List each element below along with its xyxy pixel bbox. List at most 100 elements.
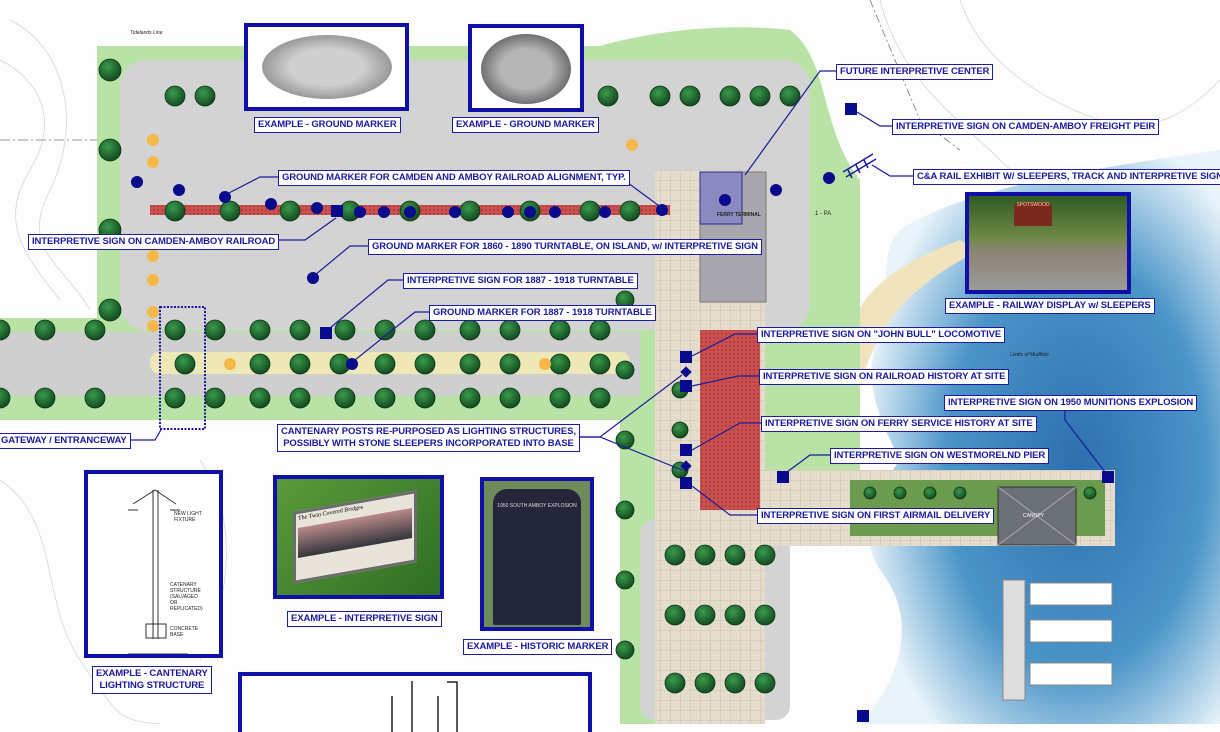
tree-icon bbox=[953, 486, 967, 500]
tree-icon bbox=[615, 360, 635, 380]
tree-icon bbox=[204, 387, 226, 409]
interpretive-sign-square bbox=[1102, 471, 1114, 483]
leader-line bbox=[691, 485, 757, 516]
tree-icon bbox=[724, 544, 746, 566]
interpretive-sign-square bbox=[777, 471, 789, 483]
tree-icon bbox=[164, 200, 186, 222]
tree-icon bbox=[414, 387, 436, 409]
tree-icon bbox=[334, 319, 356, 341]
light-fixture-icon bbox=[147, 306, 159, 318]
mudflats-text: Limits of Mudflats bbox=[1010, 352, 1049, 358]
tree-icon bbox=[597, 85, 619, 107]
tree-icon bbox=[724, 672, 746, 694]
label-airmail: INTERPRETIVE SIGN ON FIRST AIRMAIL DELIV… bbox=[757, 508, 995, 524]
ground-marker-dot bbox=[449, 206, 461, 218]
docks bbox=[1002, 579, 1113, 701]
label-cantenary-example: EXAMPLE - CANTENARY LIGHTING STRUCTURE bbox=[92, 666, 212, 694]
tree-icon bbox=[164, 319, 186, 341]
tree-icon bbox=[615, 500, 635, 520]
label-gateway: GATEWAY / ENTRANCEWAY bbox=[0, 433, 131, 449]
label-future-center: FUTURE INTERPRETIVE CENTER bbox=[836, 64, 994, 80]
label-line: LIGHTING STRUCTURE bbox=[99, 680, 205, 691]
cantenary-post-diamond bbox=[680, 460, 692, 472]
historic-marker-photo: 1950 SOUTH AMBOY EXPLOSION bbox=[480, 477, 594, 631]
leader-line bbox=[786, 454, 830, 473]
ferry-terminal-text: FERRY TERMINAL bbox=[717, 212, 761, 218]
tree-icon bbox=[34, 319, 56, 341]
tree-icon bbox=[863, 486, 877, 500]
tree-icon bbox=[34, 387, 56, 409]
ground-marker-dot bbox=[770, 184, 782, 196]
ground-marker-dot bbox=[354, 206, 366, 218]
ground-marker-photo-2 bbox=[468, 24, 584, 112]
tree-icon bbox=[615, 640, 635, 660]
ground-marker-dot bbox=[219, 191, 231, 203]
leader-line bbox=[744, 70, 840, 176]
railway-sign-board: SPOTSWOOD bbox=[1014, 202, 1052, 226]
ground-marker-dot bbox=[719, 194, 731, 206]
tree-icon bbox=[164, 85, 186, 107]
tree-icon bbox=[649, 85, 671, 107]
tree-icon bbox=[459, 319, 481, 341]
tree-icon bbox=[615, 430, 635, 450]
tree-icon bbox=[98, 58, 122, 82]
ground-marker-dot bbox=[265, 198, 277, 210]
label-sign-1887-turntable: INTERPRETIVE SIGN FOR 1887 - 1918 TURNTA… bbox=[403, 273, 638, 289]
ground-marker-dot bbox=[524, 206, 536, 218]
tree-icon bbox=[754, 544, 776, 566]
ground-marker-dot bbox=[549, 206, 561, 218]
label-railway-display-example: EXAMPLE - RAILWAY DISPLAY w/ SLEEPERS bbox=[945, 298, 1155, 314]
label-cantenary-posts: CANTENARY POSTS RE-PURPOSED AS LIGHTING … bbox=[277, 424, 580, 452]
label-railroad-history: INTERPRETIVE SIGN ON RAILROAD HISTORY AT… bbox=[759, 369, 1010, 385]
tree-icon bbox=[754, 604, 776, 626]
tree-icon bbox=[664, 604, 686, 626]
railway-display-photo: SPOTSWOOD bbox=[965, 192, 1131, 294]
ground-marker-dot bbox=[599, 206, 611, 218]
tree-icon bbox=[671, 421, 689, 439]
historic-marker-plaque: 1950 SOUTH AMBOY EXPLOSION bbox=[493, 489, 581, 625]
tree-icon bbox=[279, 200, 301, 222]
ground-marker-dot bbox=[823, 172, 835, 184]
gateway-entranceway-area[interactable] bbox=[159, 306, 206, 430]
pa-text: 1 - PA bbox=[815, 211, 832, 217]
interpretive-sign-square bbox=[680, 351, 692, 363]
brick-plaza bbox=[700, 330, 760, 510]
site-markers bbox=[131, 103, 1114, 722]
leader-line bbox=[268, 217, 337, 241]
cantenary-pole-icon bbox=[128, 489, 188, 654]
tree-icon bbox=[664, 672, 686, 694]
tree-icon bbox=[589, 387, 611, 409]
light-fixture-note: NEW LIGHT FIXTURE bbox=[174, 511, 202, 523]
canopy-text: CANOPY bbox=[1023, 513, 1045, 519]
label-john-bull: INTERPRETIVE SIGN ON "JOHN BULL" LOCOMOT… bbox=[757, 327, 1006, 343]
label-rail-exhibit: C&A RAIL EXHIBIT W/ SLEEPERS, TRACK AND … bbox=[913, 169, 1220, 185]
label-1860-turntable: GROUND MARKER FOR 1860 - 1890 TURNTABLE,… bbox=[368, 239, 762, 255]
tree-icon bbox=[459, 353, 481, 375]
ground-marker-dot bbox=[131, 176, 143, 188]
label-freight-peir: INTERPRETIVE SIGN ON CAMDEN-AMBOY FREIGH… bbox=[892, 119, 1160, 135]
canopy-roof bbox=[997, 486, 1077, 546]
tree-icon bbox=[664, 544, 686, 566]
tree-icon bbox=[499, 387, 521, 409]
tree-icon bbox=[289, 387, 311, 409]
tree-icon bbox=[98, 298, 122, 322]
tree-icon bbox=[499, 319, 521, 341]
tree-icon bbox=[0, 387, 11, 409]
label-line: CANTENARY POSTS RE-PURPOSED AS LIGHTING … bbox=[281, 426, 576, 437]
tree-icon bbox=[893, 486, 907, 500]
interpretive-sign-square bbox=[857, 710, 869, 722]
light-fixture-icon bbox=[147, 274, 159, 286]
tree-icon bbox=[679, 85, 701, 107]
tree-icon bbox=[1083, 486, 1097, 500]
ground-marker-dot bbox=[311, 202, 323, 214]
label-westmorelnd-pier: INTERPRETIVE SIGN ON WESTMORELND PIER bbox=[830, 448, 1050, 464]
interpretive-sign-square bbox=[320, 327, 332, 339]
leader-line bbox=[871, 164, 913, 177]
cantenary-post-diamond bbox=[680, 366, 692, 378]
ground-marker-dot bbox=[173, 184, 185, 196]
tree-icon bbox=[754, 672, 776, 694]
ground-marker-dot bbox=[378, 206, 390, 218]
tree-icon bbox=[694, 544, 716, 566]
